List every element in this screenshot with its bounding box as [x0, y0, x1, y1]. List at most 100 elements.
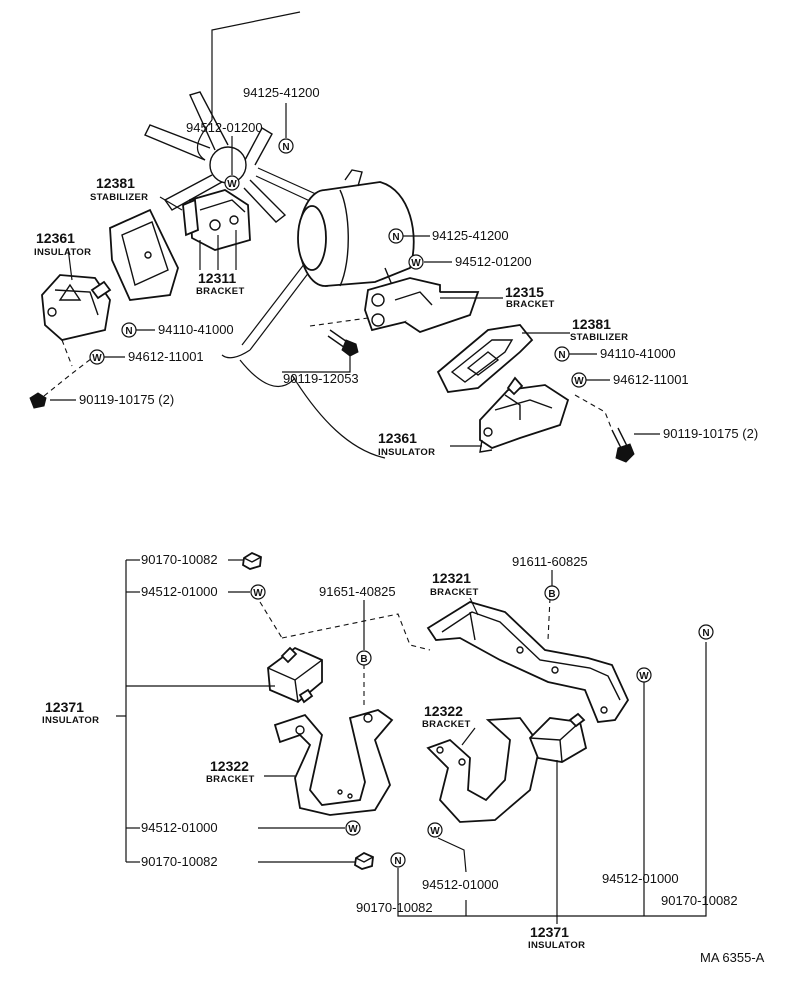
part-number-12322-right: 12322 — [424, 703, 463, 719]
washer-symbol: W — [636, 667, 652, 683]
lower-leaders — [116, 559, 707, 924]
svg-text:B: B — [548, 589, 555, 600]
part-name-insulator-12371-left: INSULATOR — [42, 715, 99, 726]
svg-text:W: W — [348, 824, 358, 835]
washer-symbol: W — [89, 349, 105, 365]
part-number-12315: 12315 — [505, 284, 544, 300]
callout-90170-10082-left: 90170-10082 — [141, 854, 218, 869]
svg-text:W: W — [411, 258, 421, 269]
bolt-symbol: B — [356, 650, 372, 666]
callout-90119-10175-left: 90119-10175 (2) — [79, 392, 174, 407]
callout-90119-12053: 90119-12053 — [283, 371, 359, 386]
bracket-12311 — [182, 189, 251, 251]
callout-94125-41200-top: 94125-41200 — [243, 85, 320, 100]
callout-94110-41000-right: 94110-41000 — [600, 346, 676, 361]
part-name-insulator-right: INSULATOR — [378, 447, 435, 458]
washer-symbol: W — [250, 584, 266, 600]
svg-text:W: W — [227, 179, 237, 190]
svg-text:N: N — [702, 628, 709, 639]
bracket-12322-left — [273, 709, 394, 816]
part-name-stabilizer-right: STABILIZER — [570, 332, 628, 343]
washer-symbol: W — [571, 372, 587, 388]
part-name-bracket-12322-left: BRACKET — [206, 774, 255, 785]
part-number-12321: 12321 — [432, 570, 471, 586]
part-name-insulator-12371-bottom: INSULATOR — [528, 940, 585, 951]
callout-94512-01200-right: 94512-01200 — [455, 254, 532, 269]
part-number-12381-right: 12381 — [572, 316, 611, 332]
reference-code: MA 6355-A — [700, 950, 765, 965]
stabilizer-12381-left — [109, 208, 179, 301]
nut-symbol: N — [121, 322, 137, 338]
insulator-12361-left — [41, 274, 112, 341]
callout-94125-41200-right: 94125-41200 — [432, 228, 509, 243]
svg-text:B: B — [360, 654, 367, 665]
insulator-12371-left — [267, 646, 323, 704]
callout-94512-01000-left: 94512-01000 — [141, 820, 218, 835]
part-name-stabilizer-left: STABILIZER — [90, 192, 148, 203]
callout-90170-10082-right: 90170-10082 — [661, 893, 738, 908]
bolt-90119-12053 — [309, 317, 369, 357]
svg-text:W: W — [253, 588, 263, 599]
svg-text:N: N — [392, 232, 399, 243]
nut-symbol: N — [278, 138, 294, 154]
alternator — [297, 169, 415, 287]
part-number-12381-left: 12381 — [96, 175, 135, 191]
bolt-90119-right — [574, 394, 635, 463]
upper-labels: 94125-41200 94512-01200 94125-41200 9451… — [34, 85, 758, 458]
bracket-12321-crossmember — [426, 601, 630, 723]
stabilizer-12381-right — [436, 324, 534, 393]
callout-91611-60825: 91611-60825 — [512, 554, 588, 569]
svg-text:W: W — [574, 376, 584, 387]
callout-94512-01000-right: 94512-01000 — [602, 871, 679, 886]
insulator-12361-right — [479, 376, 570, 453]
part-name-bracket-12321: BRACKET — [430, 587, 479, 598]
washer-symbol: W — [427, 822, 443, 838]
callout-91651-40825: 91651-40825 — [319, 584, 396, 599]
bracket-12322-right — [426, 717, 541, 823]
callout-94110-41000-left: 94110-41000 — [158, 322, 234, 337]
svg-text:N: N — [558, 350, 565, 361]
svg-text:W: W — [92, 353, 102, 364]
washer-symbol: W — [408, 254, 424, 270]
lower-assembly-dashes — [259, 597, 551, 705]
upper-leaders — [50, 103, 660, 447]
svg-text:W: W — [430, 826, 440, 837]
svg-text:N: N — [282, 142, 289, 153]
lower-labels: 90170-10082 94512-01000 91651-40825 9161… — [42, 552, 765, 965]
callout-90170-10082-top: 90170-10082 — [141, 552, 218, 567]
callout-94512-01000-bottom: 94512-01000 — [422, 877, 499, 892]
washer-symbol: W — [224, 175, 240, 191]
callout-90170-10082-bottom: 90170-10082 — [356, 900, 433, 915]
nut-symbol: N — [390, 852, 406, 868]
bolt-symbol: B — [544, 585, 560, 601]
part-name-bracket-12315: BRACKET — [506, 299, 555, 310]
part-number-12322-left: 12322 — [210, 758, 249, 774]
upper-symbols: N W N W N W N W — [89, 138, 587, 388]
svg-text:N: N — [394, 856, 401, 867]
callout-94612-11001-right: 94612-11001 — [613, 372, 689, 387]
svg-text:W: W — [639, 671, 649, 682]
part-number-12361-right: 12361 — [378, 430, 417, 446]
part-number-12361-left: 12361 — [36, 230, 75, 246]
part-name-bracket-12311: BRACKET — [196, 286, 245, 297]
callout-94512-01000-top: 94512-01000 — [141, 584, 218, 599]
lower-symbols: W B B N W W W N — [250, 584, 714, 868]
engine-outline — [196, 11, 386, 459]
bracket-12315 — [364, 277, 480, 333]
nut-symbol: N — [554, 346, 570, 362]
part-name-bracket-12322-right: BRACKET — [422, 719, 471, 730]
part-name-insulator-left: INSULATOR — [34, 247, 91, 258]
nut-symbol: N — [388, 228, 404, 244]
part-number-12371-bottom: 12371 — [530, 924, 569, 940]
callout-94512-01200-top: 94512-01200 — [186, 120, 263, 135]
svg-text:N: N — [125, 326, 132, 337]
insulator-12371-right — [528, 712, 588, 763]
callout-94612-11001-left: 94612-11001 — [128, 349, 204, 364]
washer-symbol: W — [345, 820, 361, 836]
part-number-12371-left: 12371 — [45, 699, 84, 715]
lower-small-parts — [242, 551, 374, 870]
part-number-12311: 12311 — [198, 270, 236, 286]
nut-symbol: N — [698, 624, 714, 640]
callout-90119-10175-right: 90119-10175 (2) — [663, 426, 758, 441]
